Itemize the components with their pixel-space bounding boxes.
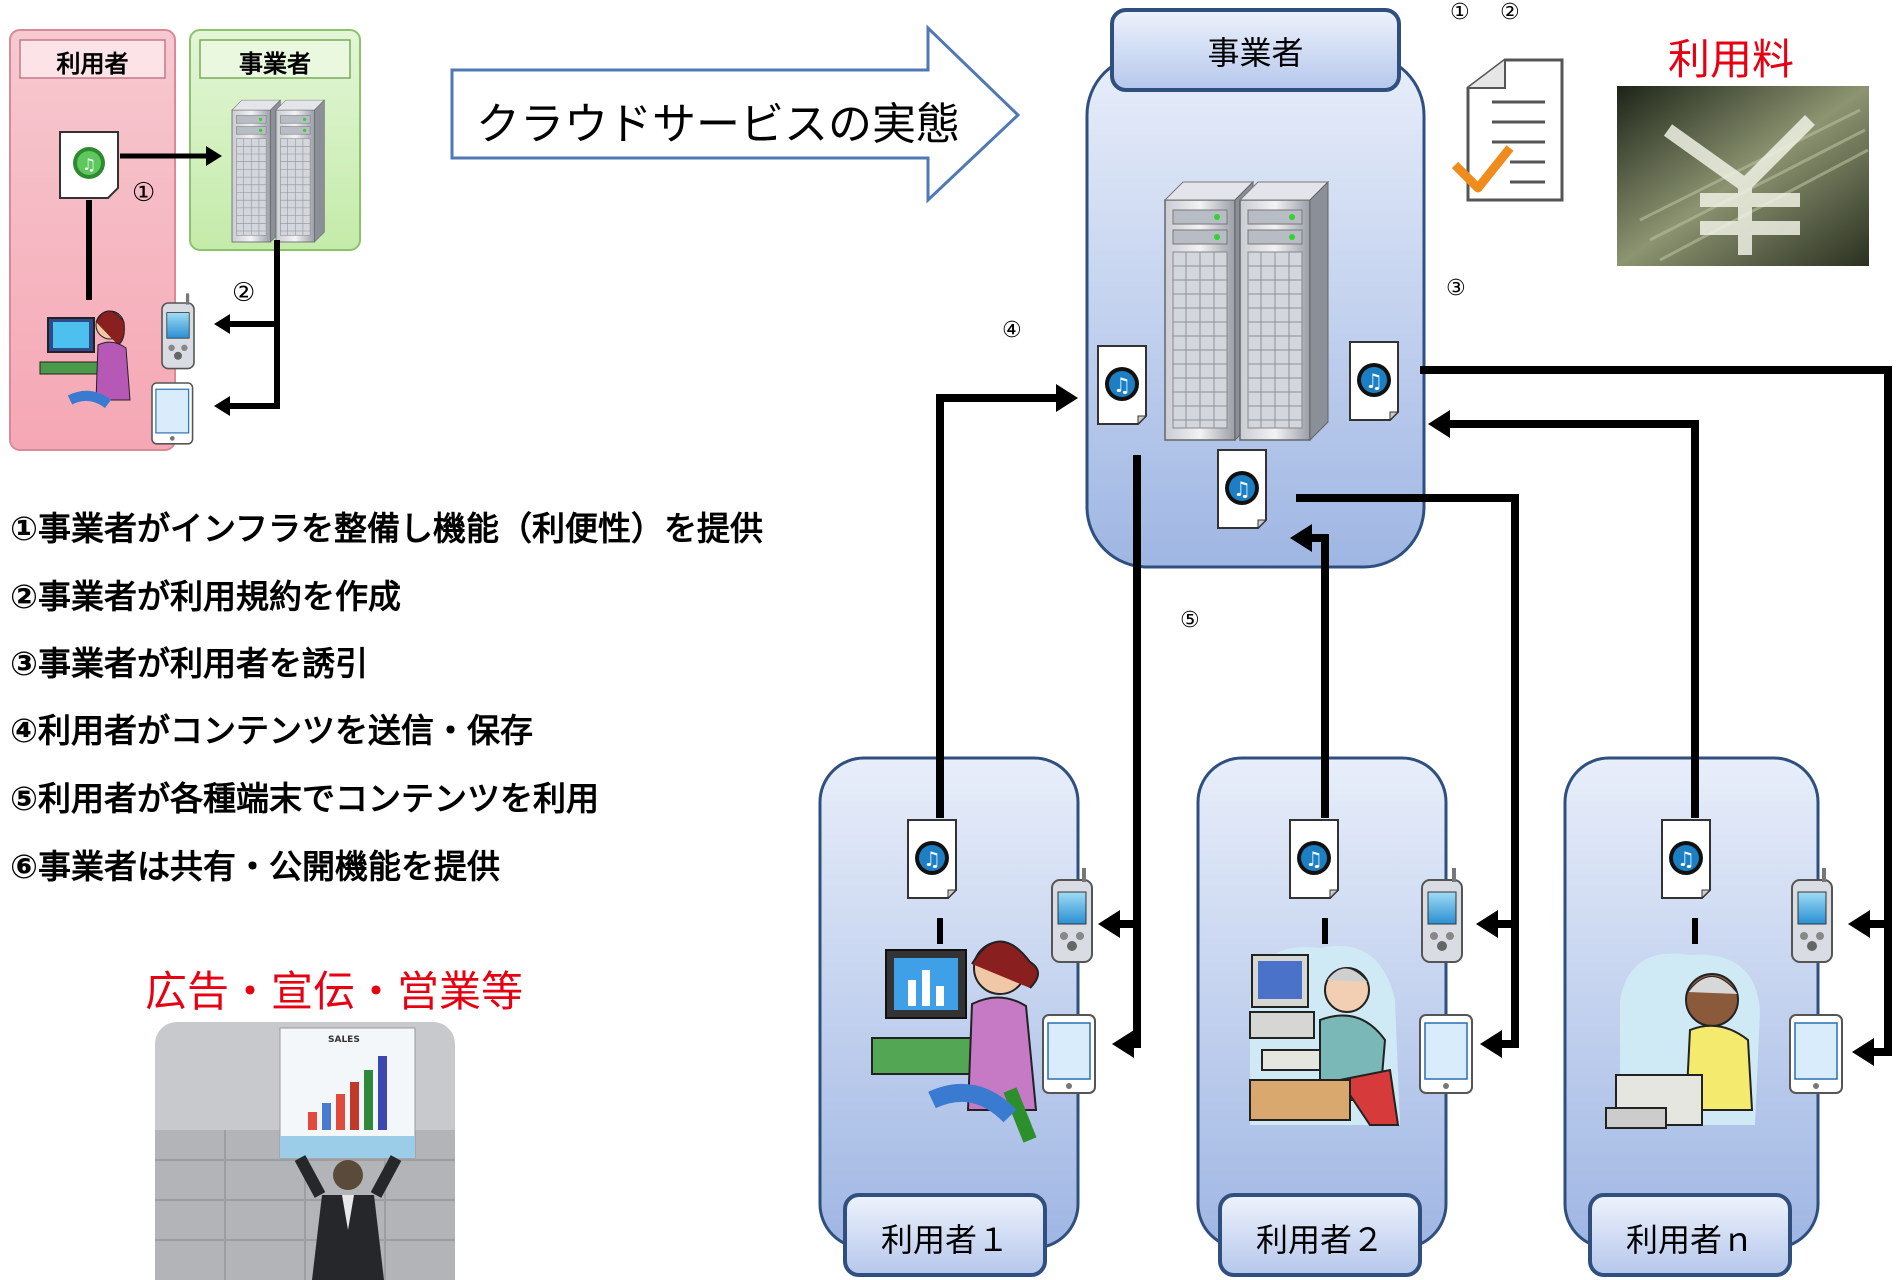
user1-phone-icon — [1051, 867, 1093, 963]
legend-item-4: ④利用者がコンテンツを送信・保存 — [10, 711, 533, 750]
legend-item-1: ①事業者がインフラを整備し機能（利便性）を提供 — [10, 509, 763, 548]
arrow-provider-to-usern — [1420, 366, 1892, 1056]
step-marker-3: ③ — [1446, 276, 1466, 301]
step-marker-1: ① — [1450, 0, 1470, 25]
arrow-provider-to-user2 — [1296, 494, 1519, 1048]
arrow-usern-upload — [1448, 420, 1699, 818]
legend-item-3: ③事業者が利用者を誘引 — [10, 644, 368, 683]
mini-tablet-icon — [151, 382, 194, 445]
sales-chart-label: SALES — [328, 1035, 360, 1045]
user1-music-file-icon — [907, 819, 957, 899]
banner-arrow-shape — [450, 24, 1021, 204]
terms-document-icon — [1451, 58, 1564, 202]
yen-fee-image — [1617, 86, 1869, 266]
user1-person-at-computer-icon — [871, 940, 1039, 1143]
usern-phone-icon — [1791, 867, 1833, 963]
fee-title: 利用料 — [1668, 35, 1795, 84]
provider-tab — [1110, 8, 1401, 92]
banner-text: クラウドサービスの実態 — [476, 99, 960, 150]
arrow-user2-upload — [1310, 534, 1329, 818]
user1-tab — [843, 1193, 1047, 1277]
mini-server-icon — [231, 99, 281, 243]
step-marker-5: ⑤ — [1180, 608, 1200, 633]
usern-person-at-computer-icon — [1605, 953, 1760, 1129]
user2-person-at-computer-icon — [1249, 945, 1400, 1126]
legend-item-6: ⑥事業者は共有・公開機能を提供 — [10, 847, 500, 886]
legend-item-5: ⑤利用者が各種端末でコンテンツを利用 — [10, 779, 599, 818]
server-rack-icon-2 — [1239, 181, 1329, 441]
usern-label: 利用者ｎ — [1625, 1221, 1754, 1259]
usern-tablet-icon — [1789, 1014, 1843, 1094]
mini-arrow-download — [228, 240, 280, 409]
music-file-icon-left — [1097, 345, 1147, 425]
usern-music-file-icon — [1661, 819, 1711, 899]
user1-label: 利用者１ — [880, 1221, 1009, 1259]
mini-step1-marker: ① — [132, 178, 156, 208]
mini-music-file-icon: ♫ — [59, 131, 119, 199]
usern-tab — [1588, 1193, 1792, 1277]
user1-tablet-icon — [1042, 1014, 1096, 1094]
user2-label: 利用者２ — [1255, 1221, 1384, 1259]
music-file-icon-center — [1217, 449, 1267, 529]
sales-presentation-image — [155, 1022, 455, 1280]
mini-provider-tab — [199, 39, 351, 79]
mini-user-tab — [19, 39, 166, 79]
user2-phone-icon — [1421, 867, 1463, 963]
user2-tablet-icon — [1419, 1014, 1473, 1094]
user2-tab — [1218, 1193, 1422, 1277]
step-marker-4: ④ — [1002, 318, 1022, 343]
mini-phone-icon — [161, 292, 195, 370]
legend-item-2: ②事業者が利用規約を作成 — [10, 577, 401, 616]
mini-person-at-computer-icon — [39, 310, 131, 409]
mini-user-panel — [9, 29, 176, 451]
arrow-user1-upload — [936, 394, 1060, 818]
user2-music-file-icon — [1289, 819, 1339, 899]
step-marker-2: ② — [1500, 0, 1520, 25]
provider-title: 事業者 — [1207, 34, 1304, 72]
svg-text:♫: ♫ — [82, 155, 96, 174]
music-file-icon-right — [1349, 341, 1399, 421]
mini-user-label: 利用者 — [56, 50, 129, 78]
ads-title: 広告・宣伝・営業等 — [145, 967, 524, 1016]
mini-provider-label: 事業者 — [239, 50, 311, 78]
mini-step2-marker: ② — [232, 278, 256, 308]
mini-server-icon-2 — [275, 99, 325, 243]
